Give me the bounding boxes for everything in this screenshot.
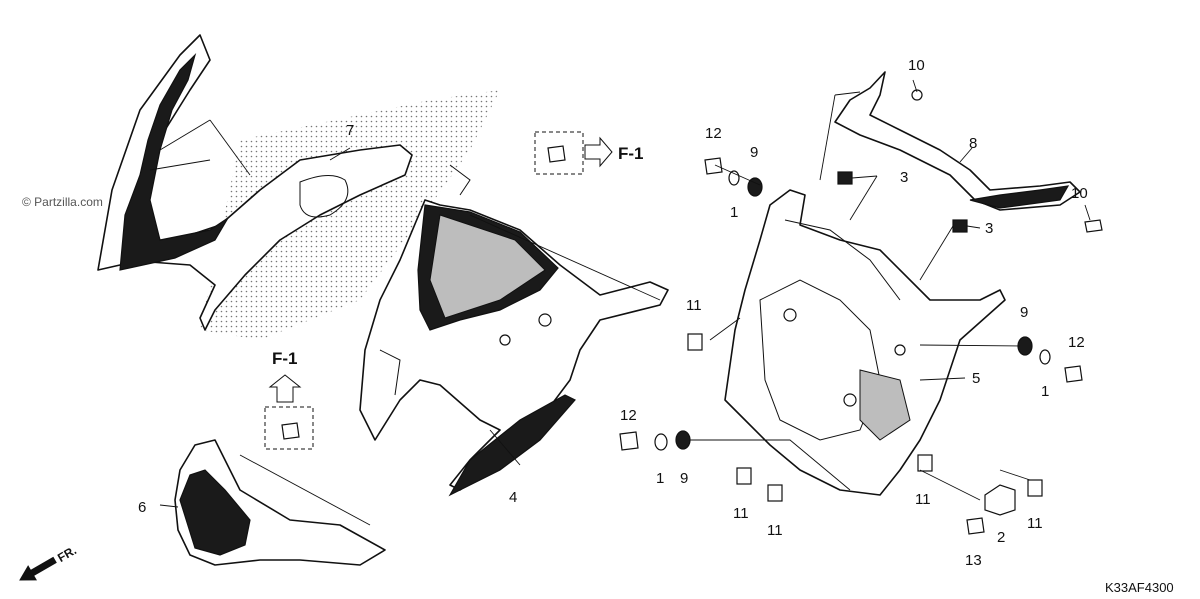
screw-f1-left[interactable]	[281, 422, 300, 440]
callout-10-right[interactable]: 10	[1071, 185, 1088, 202]
grommet-9-bottom[interactable]	[675, 430, 691, 450]
under-cowl-part[interactable]	[174, 439, 386, 566]
grommet-3-a[interactable]	[837, 171, 853, 185]
clip-11-e[interactable]	[1027, 479, 1043, 497]
figure-refs: F-1 F-1	[264, 131, 644, 450]
meter-cover-part[interactable]	[834, 71, 1081, 211]
inner-stay-part[interactable]	[724, 189, 1006, 496]
windscreen-part[interactable]	[97, 34, 413, 331]
clip-11-b[interactable]	[736, 467, 752, 485]
washer-1-right[interactable]	[1039, 349, 1051, 365]
callout-11-a[interactable]: 11	[686, 297, 702, 314]
callout-numbers: 7 4 6 10 10 12 9 1 8 3 3 9 12 1 5 11 12 …	[138, 57, 1088, 569]
callout-3-a[interactable]: 3	[900, 169, 908, 186]
callout-5[interactable]: 5	[972, 370, 980, 387]
clip-11-c[interactable]	[767, 484, 783, 502]
callout-11-c[interactable]: 11	[767, 522, 783, 539]
callout-12-bottom[interactable]: 12	[620, 407, 637, 424]
arrow-up-icon	[268, 374, 302, 403]
callout-10-top[interactable]: 10	[908, 57, 925, 74]
washer-1-bottom[interactable]	[654, 433, 668, 451]
screw-10-right[interactable]	[1084, 219, 1103, 233]
arrow-right-icon	[584, 136, 613, 168]
arrow-left-icon	[19, 556, 57, 581]
figure-ref-left[interactable]: F-1	[272, 349, 298, 368]
callout-12-top[interactable]: 12	[705, 125, 722, 142]
callout-8[interactable]: 8	[969, 135, 977, 152]
bolt-12-bottom[interactable]	[619, 431, 639, 451]
direction-label: FR.	[55, 543, 79, 565]
callout-9-right[interactable]: 9	[1020, 304, 1028, 321]
callout-6[interactable]: 6	[138, 499, 146, 516]
clip-11-d[interactable]	[917, 454, 933, 472]
callout-2[interactable]: 2	[997, 529, 1005, 546]
callout-9-bottom[interactable]: 9	[680, 470, 688, 487]
callout-3-b[interactable]: 3	[985, 220, 993, 237]
leader-lines	[159, 79, 1091, 526]
bolt-12-top[interactable]	[704, 157, 723, 175]
screw-13[interactable]	[966, 517, 985, 535]
screw-f1-top[interactable]	[547, 145, 566, 163]
diagram-code: K33AF4300	[1105, 580, 1174, 595]
screw-10-top[interactable]	[911, 89, 923, 101]
callout-13[interactable]: 13	[965, 552, 982, 569]
grommet-9-right[interactable]	[1017, 336, 1033, 356]
grommet-3-b[interactable]	[952, 219, 968, 233]
dashbox-top	[534, 131, 584, 175]
watermark-text: © Partzilla.com	[22, 195, 103, 209]
front-cowl-part[interactable]	[359, 164, 669, 497]
bracket-2[interactable]	[984, 484, 1016, 516]
callout-1-bottom[interactable]: 1	[656, 470, 664, 487]
bolt-12-right[interactable]	[1064, 365, 1083, 383]
clip-11-a[interactable]	[687, 333, 703, 351]
callout-1-top[interactable]: 1	[730, 204, 738, 221]
callout-11-d[interactable]: 11	[915, 491, 931, 508]
callout-9-top[interactable]: 9	[750, 144, 758, 161]
figure-ref-top[interactable]: F-1	[618, 144, 644, 163]
dotted-shadow-area	[200, 90, 500, 340]
front-direction-arrow: FR.	[19, 543, 79, 581]
dashbox-left	[264, 406, 314, 450]
callout-1-right[interactable]: 1	[1041, 383, 1049, 400]
callout-4[interactable]: 4	[509, 489, 517, 506]
callout-11-b[interactable]: 11	[733, 505, 749, 522]
callout-12-right[interactable]: 12	[1068, 334, 1085, 351]
callout-11-e[interactable]: 11	[1027, 515, 1043, 532]
grommet-9-top[interactable]	[747, 177, 763, 197]
callout-7[interactable]: 7	[346, 122, 354, 139]
